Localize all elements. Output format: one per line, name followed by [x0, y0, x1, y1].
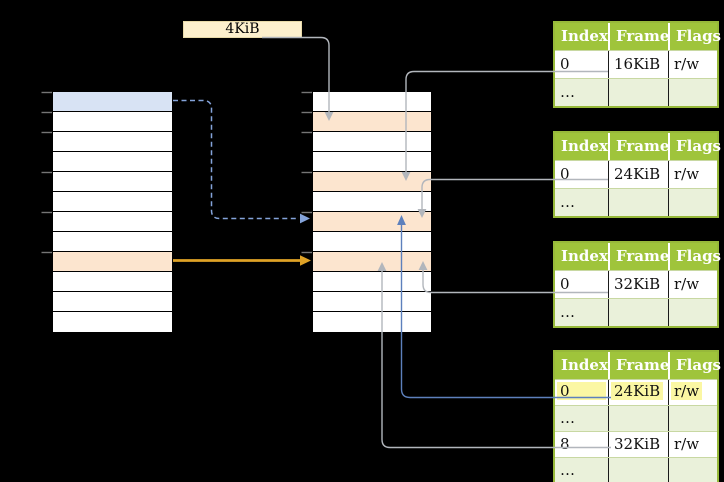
- table-row: …: [555, 298, 717, 326]
- table-row: …: [555, 457, 717, 482]
- table-header-cell: Frame: [608, 23, 669, 50]
- physical-frame-row: [313, 152, 431, 172]
- virtual-page-row: [53, 132, 172, 152]
- physical-memory-column: [312, 91, 432, 333]
- table-header-cell: Flags: [668, 23, 721, 50]
- virtual-page-row: [53, 292, 172, 312]
- table-row: …: [555, 405, 717, 431]
- table-cell: r/w: [668, 271, 717, 298]
- table-cell: [608, 299, 668, 326]
- table-cell: [668, 406, 717, 431]
- table-cell: [608, 458, 668, 482]
- table-cell: 0: [560, 275, 570, 293]
- physical-frame-row: [313, 312, 431, 332]
- physical-frame-row: [313, 232, 431, 252]
- table-header-cell: Frame: [608, 352, 669, 379]
- table-header-cell: Index: [561, 247, 608, 265]
- table-cell: …: [560, 461, 575, 479]
- table-cell: 8: [560, 435, 570, 453]
- table-cell: [608, 406, 668, 431]
- table-cell: …: [560, 83, 575, 101]
- physical-frame-row: [313, 112, 431, 132]
- table-cell: 16KiB: [608, 51, 668, 78]
- table-cell: …: [560, 409, 575, 427]
- table-header-cell: Index: [561, 27, 608, 45]
- table-row: …: [555, 78, 717, 106]
- virtual-page-row: [53, 272, 172, 292]
- highlighted-value: 24KiB: [611, 382, 664, 400]
- virtual-page-row: [53, 152, 172, 172]
- virtual-page-row: [53, 312, 172, 332]
- table-cell: 0: [560, 165, 570, 183]
- table-cell: r/w: [668, 51, 717, 78]
- table-row: …: [555, 188, 717, 216]
- table-cell: 32KiB: [608, 271, 668, 298]
- table-cell: …: [560, 193, 575, 211]
- physical-frame-row: [313, 252, 431, 272]
- table-cell: [608, 189, 668, 216]
- arrow-virtual-page-to-frame-icon: [173, 99, 310, 224]
- table-cell: r/w: [668, 380, 717, 405]
- virtual-memory-column: [52, 91, 173, 333]
- table-cell: …: [560, 303, 575, 321]
- table-row: 0 24KiB r/w: [555, 379, 717, 405]
- table-cell: [668, 299, 717, 326]
- physical-frame-row: [313, 292, 431, 312]
- virtual-page-row: [53, 92, 172, 112]
- highlighted-value: 0: [557, 382, 606, 400]
- table-cell: 24KiB: [608, 161, 668, 188]
- virtual-page-row: [53, 212, 172, 232]
- table-header-cell: Flags: [668, 133, 721, 160]
- virtual-page-row: [53, 192, 172, 212]
- highlighted-value: r/w: [671, 382, 703, 400]
- table-cell: [668, 189, 717, 216]
- table-header-cell: Flags: [668, 243, 721, 270]
- physical-frame-row: [313, 272, 431, 292]
- virtual-page-row: [53, 112, 172, 132]
- arrow-orange-mapping-icon: [173, 255, 311, 266]
- table-cell: 24KiB: [608, 380, 668, 405]
- table-cell: [668, 79, 717, 106]
- virtual-page-row: [53, 232, 172, 252]
- physical-frame-row: [313, 192, 431, 212]
- address-ticks-middle: [301, 91, 312, 254]
- table-cell: 0: [560, 55, 570, 73]
- physical-frame-row: [313, 212, 431, 232]
- virtual-page-row: [53, 172, 172, 192]
- table-cell: r/w: [668, 161, 717, 188]
- table-header-cell: Frame: [608, 133, 669, 160]
- table-cell: 32KiB: [608, 432, 668, 457]
- table-header-cell: Frame: [608, 243, 669, 270]
- frame-size-text: 4KiB: [225, 21, 260, 37]
- table-header-cell: Index: [561, 137, 608, 155]
- table-cell: 0: [555, 380, 608, 405]
- physical-frame-row: [313, 92, 431, 112]
- table-header-cell: Index: [561, 356, 608, 374]
- table-cell: [668, 458, 717, 482]
- table-cell: [608, 79, 668, 106]
- frame-size-label: 4KiB: [183, 21, 302, 38]
- physical-frame-row: [313, 172, 431, 192]
- table-header-cell: Flags: [668, 352, 721, 379]
- table-cell: r/w: [668, 432, 717, 457]
- address-ticks-left: [41, 91, 52, 254]
- physical-frame-row: [313, 132, 431, 152]
- virtual-page-row: [53, 252, 172, 272]
